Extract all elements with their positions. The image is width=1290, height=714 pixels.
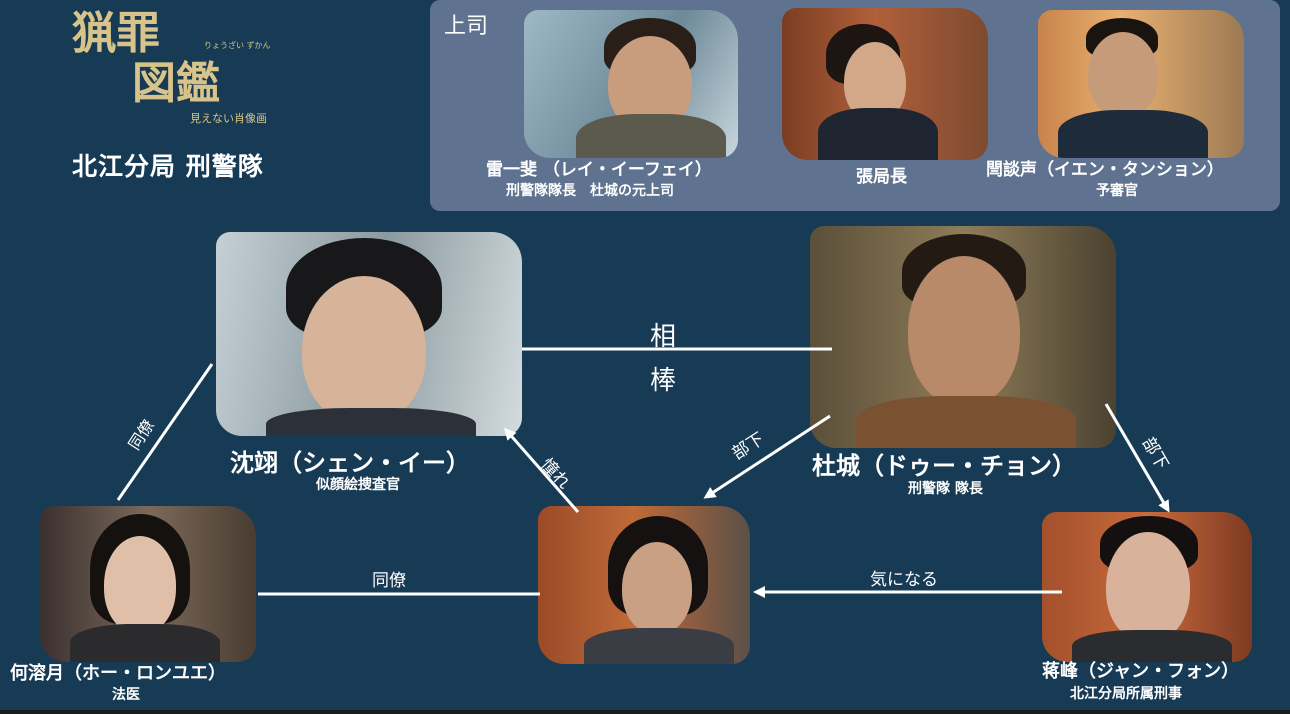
superior-name-yan-tansheng: 閆談声（イエン・タンション） <box>986 160 1224 180</box>
arrow-subordinate-left <box>703 414 831 499</box>
character-role-jiang-feng: 北江分局所属刑事 <box>1070 686 1182 702</box>
arrow-subordinate-right <box>1104 403 1170 513</box>
character-name-jiang-feng: 蒋峰（ジャン・フォン） <box>1042 661 1240 682</box>
section-title: 北江分局 刑警隊 <box>72 152 264 181</box>
portrait-du-cheng <box>810 226 1116 448</box>
relation-label-partner-2: 棒 <box>650 366 677 396</box>
portrait-jiang-feng <box>1042 512 1252 662</box>
superior-name-zhang: 張局長 <box>856 167 907 187</box>
character-role-du-cheng: 刑警隊 隊長 <box>908 481 983 497</box>
character-role-shen-yi: 似顔絵捜査官 <box>316 477 400 493</box>
portrait-lei-yifei <box>524 10 738 158</box>
character-name-du-cheng: 杜城（ドゥー・チョン） <box>812 451 1076 480</box>
superior-name-lei-yifei: 雷一斐 （レイ・イーフェイ） <box>486 160 712 180</box>
character-name-he-luoyue: 何溶月（ホー・ロンユエ） <box>10 663 226 684</box>
relation-label-partner-1: 相 <box>650 322 677 352</box>
portrait-he-luoyue <box>40 506 256 662</box>
character-role-he-luoyue: 法医 <box>112 687 140 703</box>
superior-role-yan-tansheng: 予審官 <box>1096 183 1138 199</box>
superiors-label: 上司 <box>444 14 489 39</box>
arrow-admire <box>504 427 580 513</box>
logo-title-line1: 猟罪 <box>72 8 160 59</box>
line-colleague-left <box>116 363 214 501</box>
portrait-shen-yi <box>216 232 522 436</box>
portrait-yan-tansheng <box>1038 10 1244 158</box>
logo-subtitle: 見えない肖像画 <box>190 112 267 125</box>
show-logo: 猟罪 りょうざい ずかん 図鑑 見えない肖像画 <box>72 10 302 130</box>
superior-role-lei-yifei: 刑警隊隊長 杜城の元上司 <box>506 183 674 199</box>
relation-label-concern: 気になる <box>870 570 938 590</box>
portrait-center-woman <box>538 506 750 664</box>
relation-label-colleague-bottom: 同僚 <box>372 571 406 591</box>
logo-ruby: りょうざい ずかん <box>204 41 271 50</box>
portrait-director-zhang <box>782 8 988 160</box>
bottom-edge <box>0 710 1290 714</box>
character-name-shen-yi: 沈翊（シェン・イー） <box>230 448 470 477</box>
logo-title-line2: 図鑑 <box>132 58 220 109</box>
